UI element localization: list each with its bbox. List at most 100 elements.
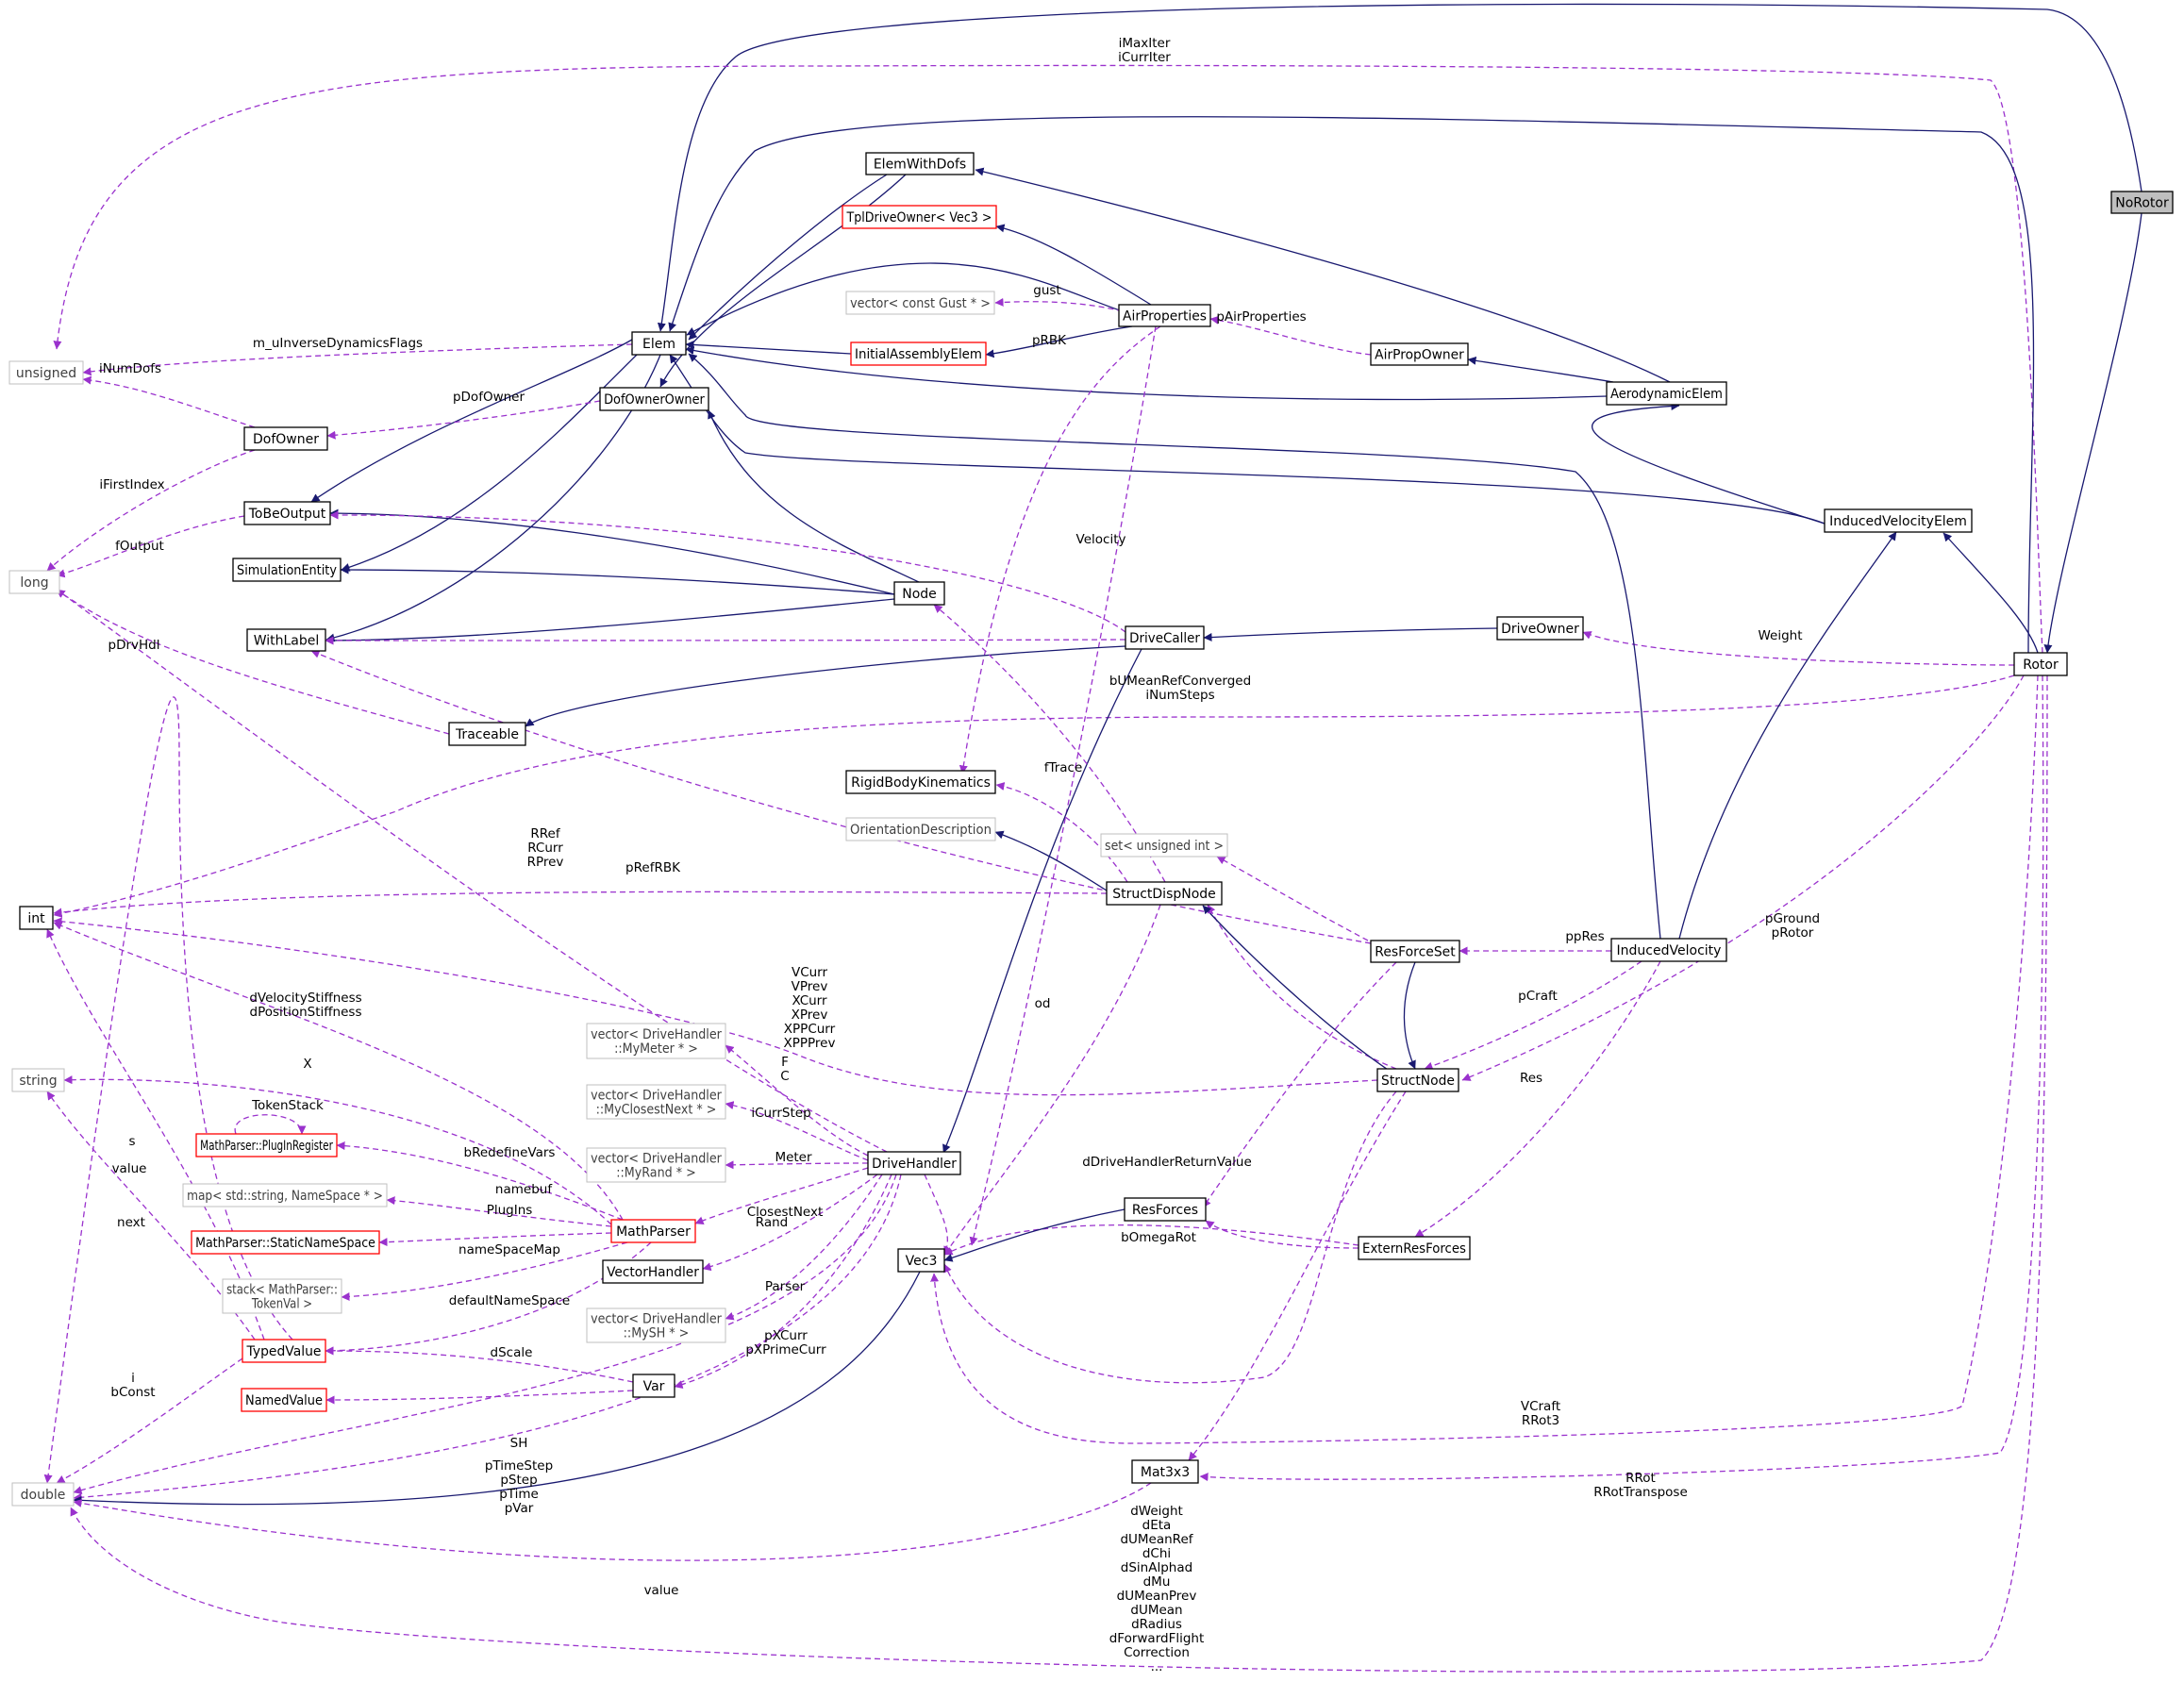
- usage-edge-var-to-typedvalue: [73, 1482, 1152, 1561]
- class-node-var[interactable]: Var: [632, 1374, 675, 1398]
- class-node-box: [222, 1278, 342, 1314]
- class-node-dofownerowner[interactable]: DofOwnerOwner: [599, 387, 709, 411]
- class-node-externresforces[interactable]: ExternResForces: [1358, 1236, 1471, 1260]
- class-node-label: ResForces: [1132, 1203, 1198, 1218]
- edge-label-elem-to-unsigned: m_uInverseDynamicsFlags: [253, 336, 423, 351]
- class-node-label: DriveHandler: [872, 1157, 957, 1172]
- class-node-box: [11, 1068, 65, 1092]
- class-node-int[interactable]: int: [19, 906, 54, 930]
- class-node-label: map< std::string, NameSpace * >: [187, 1189, 383, 1204]
- class-node-box: [2110, 191, 2174, 214]
- class-node-label: StructNode: [1381, 1074, 1455, 1089]
- class-node-label: OrientationDescription: [850, 823, 992, 838]
- class-node-initialassemblyelem[interactable]: InitialAssemblyElem: [850, 341, 987, 366]
- class-node-pluginregister[interactable]: MathParser::PlugInRegister: [195, 1133, 338, 1157]
- class-node-vectormyrand: vector< DriveHandler::MyRand * >: [586, 1147, 726, 1183]
- usage-edge-rotor-to-structnode: [1461, 674, 2025, 1081]
- class-node-driveowner[interactable]: DriveOwner: [1496, 616, 1584, 641]
- class-node-box: [1100, 833, 1228, 858]
- class-node-label: ElemWithDofs: [874, 158, 966, 173]
- class-node-box: [1125, 625, 1205, 650]
- inheritance-edge-structdispnode-to-node: [994, 830, 1108, 891]
- class-node-mathparser[interactable]: MathParser: [610, 1219, 696, 1243]
- class-node-box: [232, 558, 342, 582]
- class-node-rigidbodykinematics[interactable]: RigidBodyKinematics: [845, 770, 996, 794]
- class-node-drivecaller[interactable]: DriveCaller: [1125, 625, 1205, 650]
- usage-edge-rotor-to-unsigned: [53, 64, 2043, 654]
- class-node-vec3[interactable]: Vec3: [897, 1248, 945, 1273]
- class-node-box: [631, 331, 687, 356]
- class-node-structdispnode[interactable]: StructDispNode: [1106, 881, 1223, 906]
- usage-edge-typedvalue-to-string: [43, 696, 293, 1484]
- edge-label-mathparser-to-mapnamespace: nameSpaceMap: [458, 1242, 560, 1257]
- class-node-dofowner[interactable]: DofOwner: [243, 426, 328, 451]
- class-node-structnode[interactable]: StructNode: [1376, 1068, 1459, 1092]
- class-node-label: unsigned: [16, 366, 76, 381]
- inheritance-edge-externresforces-to-resforces: [943, 1208, 1125, 1262]
- usage-edge-resforces-to-vec3: [725, 1044, 869, 1157]
- usage-edge-typedvalue-to-int: [56, 1357, 243, 1484]
- class-node-resforceset[interactable]: ResForceSet: [1370, 940, 1460, 963]
- inheritance-edge-rotor-to-inducedvelocityelem: [1942, 532, 2039, 654]
- class-node-resforces[interactable]: ResForces: [1124, 1197, 1207, 1222]
- class-node-airproperties[interactable]: AirProperties: [1118, 304, 1211, 327]
- class-node-traceable[interactable]: Traceable: [448, 722, 526, 746]
- usage-edge-typedvalue-to-double: [325, 1346, 634, 1383]
- class-node-label: stack< MathParser::TokenVal >: [226, 1283, 338, 1312]
- class-node-label: Rotor: [2023, 658, 2059, 673]
- edge-label-airproperties-to-vectorgust: gust: [1033, 283, 1060, 298]
- class-node-aerodynamicelem[interactable]: AerodynamicElem: [1606, 381, 1727, 406]
- class-node-string: string: [11, 1068, 65, 1092]
- class-node-box: [893, 581, 945, 606]
- class-node-elemwithdofs[interactable]: ElemWithDofs: [865, 152, 975, 175]
- class-node-label: vector< DriveHandler::MySH * >: [591, 1312, 722, 1341]
- class-node-label: AirProperties: [1123, 308, 1207, 324]
- class-node-box: [1610, 938, 1727, 962]
- class-node-drivehandler[interactable]: DriveHandler: [867, 1151, 961, 1175]
- class-node-vectorhandler[interactable]: VectorHandler: [602, 1259, 704, 1284]
- inheritance-edge-drivecaller-to-withlabel: [942, 648, 1142, 1154]
- class-node-node[interactable]: Node: [893, 581, 945, 606]
- class-node-vectorgust: vector< const Gust * >: [845, 291, 995, 315]
- class-node-namedvalue[interactable]: NamedValue: [241, 1388, 327, 1412]
- class-node-withlabel[interactable]: WithLabel: [246, 628, 326, 652]
- class-node-box: [19, 906, 54, 930]
- class-node-typedvalue[interactable]: TypedValue: [242, 1339, 326, 1363]
- class-node-mapnamespace: map< std::string, NameSpace * >: [182, 1183, 388, 1207]
- usage-edge-dofowner-to-int: [46, 449, 256, 572]
- class-node-label: DofOwnerOwner: [604, 392, 705, 408]
- class-node-label: ToBeOutput: [248, 507, 326, 522]
- class-node-box: [1358, 1236, 1471, 1260]
- class-node-box: [897, 1248, 945, 1273]
- class-node-elem[interactable]: Elem: [631, 331, 687, 356]
- class-node-staticnamespace[interactable]: MathParser::StaticNameSpace: [191, 1230, 380, 1255]
- usage-edge-structnode-to-mat3x3: [1216, 856, 1369, 941]
- class-node-simulationentity[interactable]: SimulationEntity: [232, 558, 342, 582]
- usage-edge-typedvalue-to-double: [325, 1390, 634, 1405]
- class-node-label: Elem: [642, 337, 675, 352]
- class-node-inducedvelocityelem[interactable]: InducedVelocityElem: [1824, 508, 1973, 533]
- class-node-label: MathParser::StaticNameSpace: [195, 1236, 375, 1251]
- class-node-airpropowner[interactable]: AirPropOwner: [1370, 342, 1469, 366]
- class-node-norotor[interactable]: NoRotor: [2110, 191, 2174, 214]
- usage-edge-structnode-to-vec3: [310, 650, 1372, 944]
- class-node-label: TypedValue: [246, 1344, 322, 1359]
- class-node-mat3x3[interactable]: Mat3x3: [1131, 1459, 1199, 1484]
- class-node-box: [1496, 616, 1584, 641]
- edge-label-inducedvelocity-to-externresforces: Res: [1520, 1071, 1542, 1086]
- class-node-tobeoutput[interactable]: ToBeOutput: [243, 501, 331, 525]
- class-node-box: [241, 1388, 327, 1412]
- class-node-inducedvelocity[interactable]: InducedVelocity: [1610, 938, 1727, 962]
- class-node-box: [1106, 881, 1223, 906]
- class-node-box: [8, 570, 60, 594]
- usage-edge-inducedvelocity-to-structnode: [1424, 960, 1642, 1071]
- class-node-box: [11, 1482, 75, 1507]
- class-node-label: VectorHandler: [607, 1265, 699, 1280]
- edge-label-drivehandler-to-mathparser: Parser: [765, 1279, 806, 1294]
- class-node-tpldriveownervec3[interactable]: TplDriveOwner< Vec3 >: [842, 205, 997, 229]
- class-node-rotor[interactable]: Rotor: [2013, 652, 2068, 676]
- inheritance-edge-structnode-to-structdispnode: [1202, 905, 1397, 1076]
